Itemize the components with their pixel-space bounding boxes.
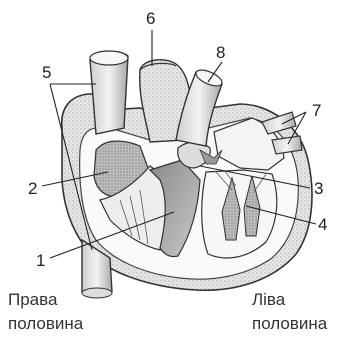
inferior-vena-cava-opening [82,288,112,298]
left-half-label: Ліва половина [252,288,327,336]
superior-vena-cava-opening [90,51,128,65]
left-half-label-line2: половина [252,312,327,336]
label-3: 3 [314,179,323,198]
label-2: 2 [28,179,37,198]
right-half-label-line2: половина [8,312,83,336]
label-7: 7 [312,101,321,120]
label-4: 4 [318,215,327,234]
label-5: 5 [42,63,51,82]
left-half-label-line1: Ліва [252,288,327,312]
label-1: 1 [36,251,45,270]
right-half-label-line1: Права [8,288,83,312]
label-6: 6 [146,9,155,28]
right-half-label: Права половина [8,288,83,336]
label-8: 8 [216,43,225,62]
